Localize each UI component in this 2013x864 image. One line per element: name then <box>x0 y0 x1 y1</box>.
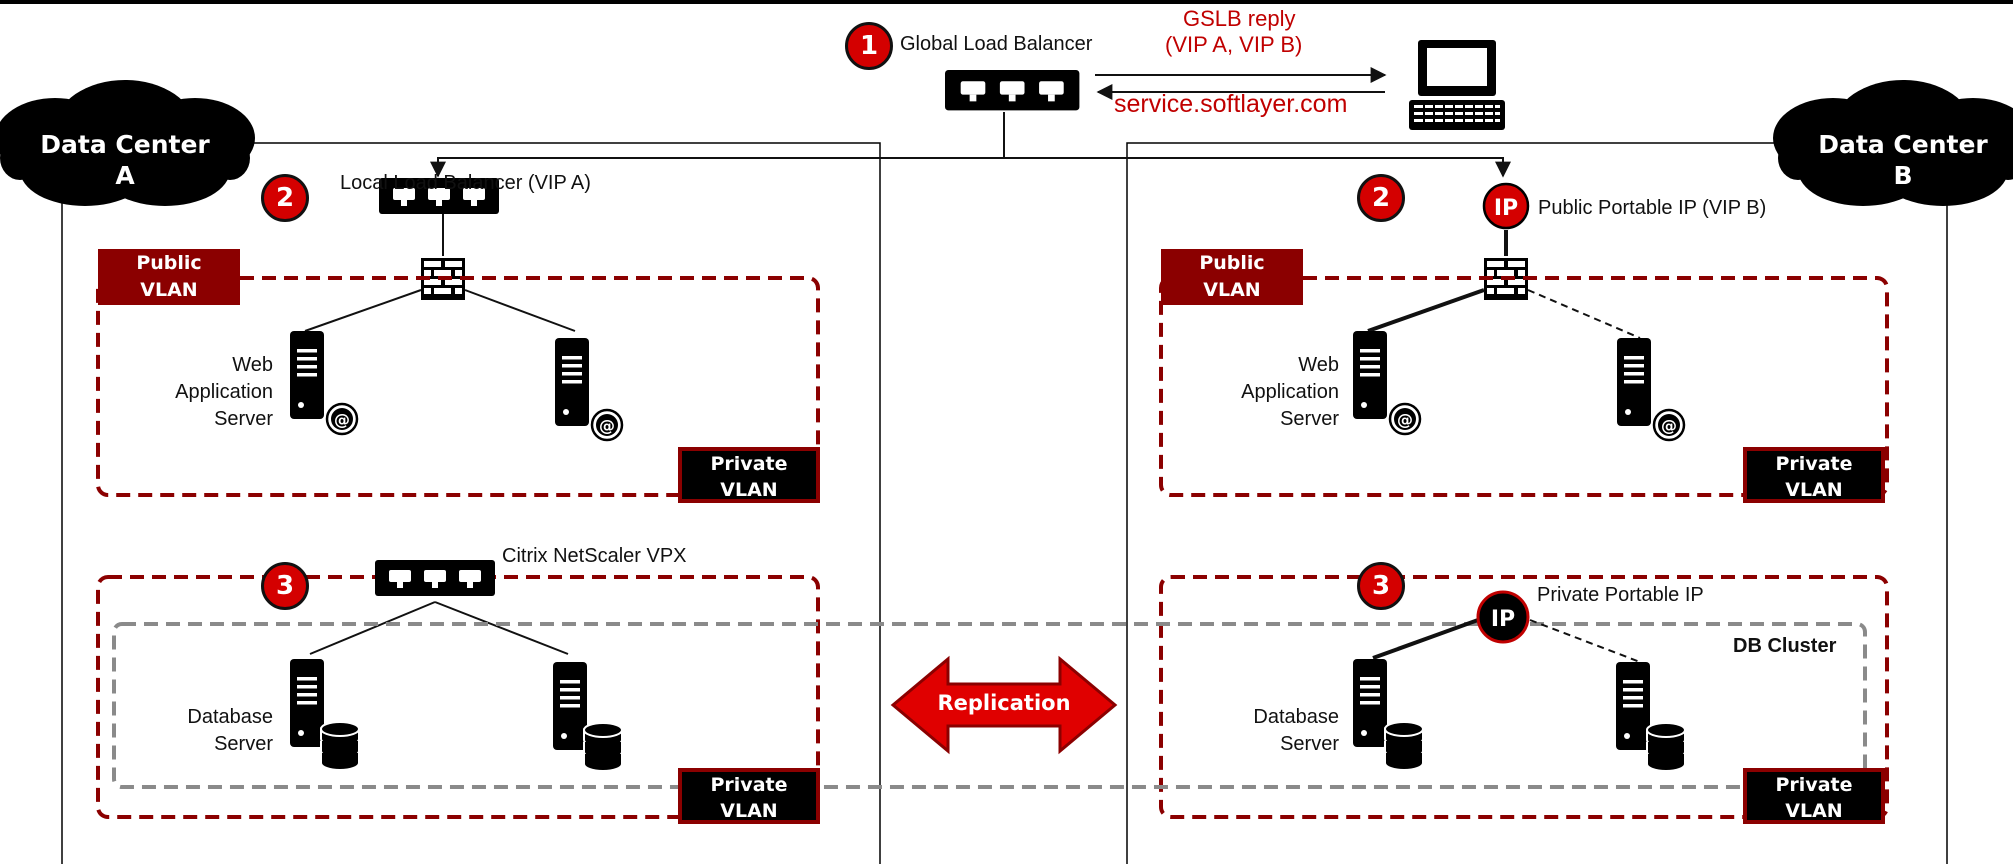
db-server-b-line1: Database <box>1253 706 1339 728</box>
svg-text:IP: IP <box>1494 196 1518 221</box>
db-server-label-a: Database Server <box>150 704 273 758</box>
public-vlan-box-b <box>1159 276 1889 497</box>
email-badge-icon <box>1652 408 1686 442</box>
public-vlan-tag-a: Public VLAN <box>98 249 240 305</box>
replication-arrow-icon <box>890 655 1118 755</box>
global-lb-label: Global Load Balancer <box>900 33 1093 55</box>
web-server-a1-icon <box>290 331 324 419</box>
db-cluster-label: DB Cluster <box>1733 635 1837 657</box>
web-server-b-line2: Application <box>1241 381 1339 403</box>
private-vlan-b-db-line2: VLAN <box>1785 800 1843 822</box>
email-badge-icon <box>590 408 624 442</box>
client-computer-icon <box>1409 40 1505 130</box>
local-lb-label: Local Load Balancer (VIP A) <box>340 172 591 194</box>
global-load-balancer-icon <box>945 70 1080 111</box>
private-vlan-box-b <box>1159 575 1889 819</box>
public-vlan-a-line1: Public <box>136 252 202 274</box>
dc-a-title-line2: A <box>115 161 135 191</box>
web-server-a-line1: Web <box>232 354 273 376</box>
public-vlan-b-line1: Public <box>1199 252 1265 274</box>
dc-b-title-line2: B <box>1893 161 1913 191</box>
dc-b-title-line1: Data Center <box>1818 130 1988 159</box>
step-badge-2-b: 2 <box>1357 174 1405 222</box>
svg-text:IP: IP <box>1491 607 1515 632</box>
private-ip-label: Private Portable IP <box>1537 584 1704 606</box>
db-server-b2-icon <box>1616 662 1650 750</box>
db-server-a-line2: Server <box>214 733 273 755</box>
db-server-a2-icon <box>553 662 587 750</box>
netscaler-label: Citrix NetScaler VPX <box>502 545 687 567</box>
replication-label: Replication <box>937 691 1071 715</box>
web-server-a2-icon <box>555 338 589 426</box>
web-server-a-line3: Server <box>214 408 273 430</box>
private-vlan-b-web-line1: Private <box>1775 453 1853 475</box>
web-server-b-line3: Server <box>1280 408 1339 430</box>
public-vlan-a-line2: VLAN <box>140 279 198 301</box>
db-server-b1-icon <box>1353 659 1387 747</box>
web-server-label-b: Web Application Server <box>1216 352 1339 433</box>
dc-b-title: Data Center B <box>1803 129 2003 192</box>
web-server-b-line1: Web <box>1298 354 1339 376</box>
public-vlan-b-line2: VLAN <box>1203 279 1261 301</box>
step-badge-2-a: 2 <box>261 174 309 222</box>
private-vlan-b-db-line1: Private <box>1775 774 1853 796</box>
private-vlan-a-web-line1: Private <box>710 453 788 475</box>
top-border <box>0 0 2013 4</box>
step-badge-3-a: 3 <box>261 562 309 610</box>
web-server-a-line2: Application <box>175 381 273 403</box>
private-vlan-tag-b-web: Private VLAN <box>1743 447 1885 503</box>
web-server-b1-icon <box>1353 331 1387 419</box>
web-server-label-a: Web Application Server <box>150 352 273 433</box>
db-server-a-line1: Database <box>187 706 273 728</box>
step-badge-3-b: 3 <box>1357 562 1405 610</box>
email-badge-icon <box>1388 402 1422 436</box>
step-badge-1: 1 <box>845 22 893 70</box>
db-cluster-box <box>112 622 1867 789</box>
glb-distribution-lines <box>430 112 1511 178</box>
private-portable-ip-icon: IP <box>1476 590 1530 644</box>
private-vlan-tag-a-db: Private VLAN <box>678 768 820 824</box>
private-vlan-tag-b-db: Private VLAN <box>1743 768 1885 824</box>
database-icon <box>1384 721 1424 771</box>
db-server-label-b: Database Server <box>1216 704 1339 758</box>
private-vlan-a-db-line1: Private <box>710 774 788 796</box>
netscaler-icon <box>375 560 495 596</box>
db-server-b-line2: Server <box>1280 733 1339 755</box>
database-icon <box>583 722 623 772</box>
gslb-reply-line2: (VIP A, VIP B) <box>1165 32 1303 57</box>
public-portable-ip-icon: IP <box>1482 182 1530 230</box>
database-icon <box>1646 722 1686 772</box>
web-server-b2-icon <box>1617 338 1651 426</box>
private-vlan-box-a <box>96 575 820 819</box>
public-vlan-tag-b: Public VLAN <box>1161 249 1303 305</box>
dc-a-title: Data Center A <box>25 129 225 192</box>
private-vlan-a-db-line2: VLAN <box>720 800 778 822</box>
db-server-a1-icon <box>290 659 324 747</box>
gslb-reply-line1: GSLB reply <box>1183 6 1296 31</box>
dc-a-title-line1: Data Center <box>40 130 210 159</box>
email-badge-icon <box>325 402 359 436</box>
private-vlan-b-web-line2: VLAN <box>1785 479 1843 501</box>
public-ip-label: Public Portable IP (VIP B) <box>1538 197 1767 219</box>
private-vlan-a-web-line2: VLAN <box>720 479 778 501</box>
database-icon <box>320 721 360 771</box>
service-url: service.softlayer.com <box>1114 90 1348 118</box>
private-vlan-tag-a-web: Private VLAN <box>678 447 820 503</box>
public-vlan-box-a <box>96 276 820 497</box>
